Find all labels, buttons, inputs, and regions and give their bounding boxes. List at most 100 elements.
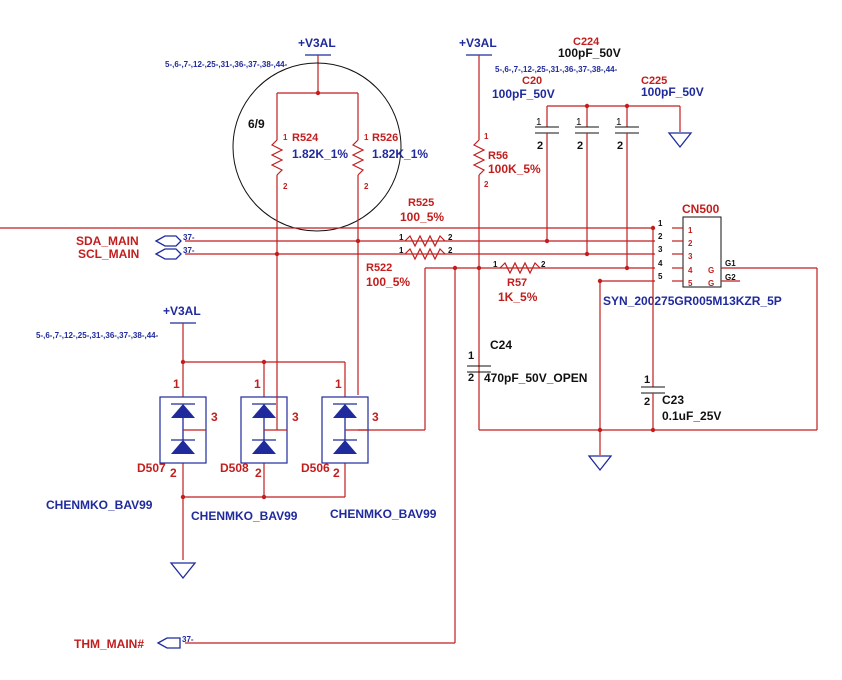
g-label: G [708, 266, 714, 275]
d506-part: CHENMKO_BAV99 [330, 507, 437, 521]
r524-value: 1.82K_1% [292, 147, 348, 161]
d506-ref: D506 [301, 461, 330, 475]
pin-label: 2 [255, 466, 262, 480]
cn500-ref: CN500 [682, 202, 720, 216]
connector-cn500: CN500 SYN_200275GR005M13KZR_5P 1 2 3 4 5… [603, 202, 817, 308]
capacitor-c224: C224 100pF_50V 1 2 [558, 36, 621, 254]
pin-label: 1 [658, 219, 663, 228]
r522-ref: R522 [366, 262, 392, 274]
resistor-r57: R57 1K_5% 1 2 [493, 260, 546, 304]
inner-pin-label: 4 [688, 266, 693, 275]
c224-ref: C224 [573, 36, 600, 48]
c23-ref: C23 [662, 393, 684, 407]
thm-ref: 37- [182, 635, 194, 644]
capacitor-c23: 1 2 C23 0.1uF_25V [641, 228, 721, 430]
c20-value: 100pF_50V [492, 87, 555, 101]
power-label: +V3AL [163, 304, 201, 318]
resistor-r526: R526 1.82K_1% 1 2 [351, 93, 428, 395]
c225-value: 100pF_50V [641, 85, 704, 99]
r57-ref: R57 [507, 277, 527, 289]
pin-label: 4 [658, 259, 663, 268]
pin-label: 1 [484, 132, 489, 141]
pin-label: 2 [484, 180, 489, 189]
cn500-part: SYN_200275GR005M13KZR_5P [603, 294, 782, 308]
d508-part: CHENMKO_BAV99 [191, 509, 298, 523]
power-label: +V3AL [459, 36, 497, 50]
scl-label: SCL_MAIN [78, 247, 139, 261]
pin-label: 2 [468, 372, 474, 384]
pin-label: 1 [536, 117, 542, 128]
r526-value: 1.82K_1% [372, 147, 428, 161]
g-label: G [708, 279, 714, 288]
power-label: +V3AL [298, 36, 336, 50]
c24-value: 470pF_50V_OPEN [484, 371, 587, 385]
sda-ref: 37- [183, 233, 195, 242]
inner-pin-label: 2 [688, 239, 693, 248]
resistor-r522: R522 100_5% 1 2 [366, 246, 453, 289]
c225-ref: C225 [641, 75, 667, 87]
r57-value: 1K_5% [498, 290, 538, 304]
port-scl: SCL_MAIN 37- [78, 246, 195, 261]
pin-label: 1 [576, 117, 582, 128]
ground-icon [667, 132, 693, 149]
pin-label: 1 [616, 117, 622, 128]
ground-icon [587, 455, 613, 472]
pin-label: 3 [292, 410, 299, 424]
c24-ref: C24 [490, 338, 512, 352]
power-v3al-bottom: +V3AL 5-,6-,7-,12-,25-,31-,36-,37-,38-,4… [36, 304, 201, 362]
highlight-circle [232, 62, 402, 232]
power-v3al-top-left: +V3AL 5-,6-,7-,12-,25-,31-,36-,37-,38-,4… [165, 36, 336, 93]
r56-ref: R56 [488, 150, 508, 162]
ground-icon [169, 562, 197, 580]
r525-ref: R525 [408, 197, 434, 209]
pin-label: 2 [644, 396, 650, 408]
circle-label: 6/9 [248, 117, 265, 131]
g-pin-label: G1 [725, 259, 736, 268]
inner-pin-label: 3 [688, 252, 693, 261]
pin-label: 1 [644, 374, 650, 386]
sheet-refs: 5-,6-,7-,12-,25-,31-,36-,37-,38-,44- [495, 65, 618, 74]
power-v3al-top-right: +V3AL 5-,6-,7-,12-,25-,31-,36-,37-,38-,4… [459, 36, 618, 140]
diode-d508: 1 3 2 D508 [220, 377, 299, 480]
r56-value: 100K_5% [488, 162, 541, 176]
pin-label: 5 [658, 272, 663, 281]
thm-label: THM_MAIN# [74, 637, 144, 651]
port-sda: SDA_MAIN 37- [76, 233, 195, 248]
capacitor-c24: 1 2 C24 470pF_50V_OPEN [467, 338, 587, 385]
pin-label: 2 [658, 232, 663, 241]
sda-label: SDA_MAIN [76, 234, 139, 248]
pin-label: 1 [468, 350, 474, 362]
pin-label: 2 [617, 140, 623, 152]
diode-d507: 1 3 2 D507 [137, 377, 218, 480]
c23-value: 0.1uF_25V [662, 409, 721, 423]
d507-part: CHENMKO_BAV99 [46, 498, 153, 512]
pin-label: 3 [211, 410, 218, 424]
c20-ref: C20 [522, 75, 542, 87]
d507-ref: D507 [137, 461, 166, 475]
pin-label: 2 [541, 260, 546, 269]
capacitor-c20: C20 100pF_50V 1 2 [492, 75, 559, 241]
port-thm: THM_MAIN# 37- [74, 635, 194, 651]
pin-label: 2 [448, 233, 453, 242]
inner-pin-label: 5 [688, 279, 693, 288]
g-pin-label: G2 [725, 273, 736, 282]
d508-ref: D508 [220, 461, 249, 475]
c224-value: 100pF_50V [558, 46, 621, 60]
pin-label: 2 [537, 140, 543, 152]
pin-label: 1 [283, 133, 288, 142]
pin-label: 2 [577, 140, 583, 152]
resistor-r525: R525 100_5% 1 2 [399, 197, 453, 248]
r522-value: 100_5% [366, 275, 410, 289]
pin-label: 2 [448, 246, 453, 255]
pin-label: 3 [658, 245, 663, 254]
resistor-r56: R56 100K_5% 1 2 [472, 132, 541, 430]
sheet-refs: 5-,6-,7-,12-,25-,31-,36-,37-,38-,44- [165, 60, 288, 69]
r526-ref: R526 [372, 132, 398, 144]
pin-label: 1 [399, 233, 404, 242]
pin-label: 2 [333, 466, 340, 480]
pin-label: 1 [399, 246, 404, 255]
pin-label: 2 [170, 466, 177, 480]
capacitor-c225: C225 100pF_50V 1 2 [615, 75, 704, 268]
pin-label: 2 [283, 182, 288, 191]
